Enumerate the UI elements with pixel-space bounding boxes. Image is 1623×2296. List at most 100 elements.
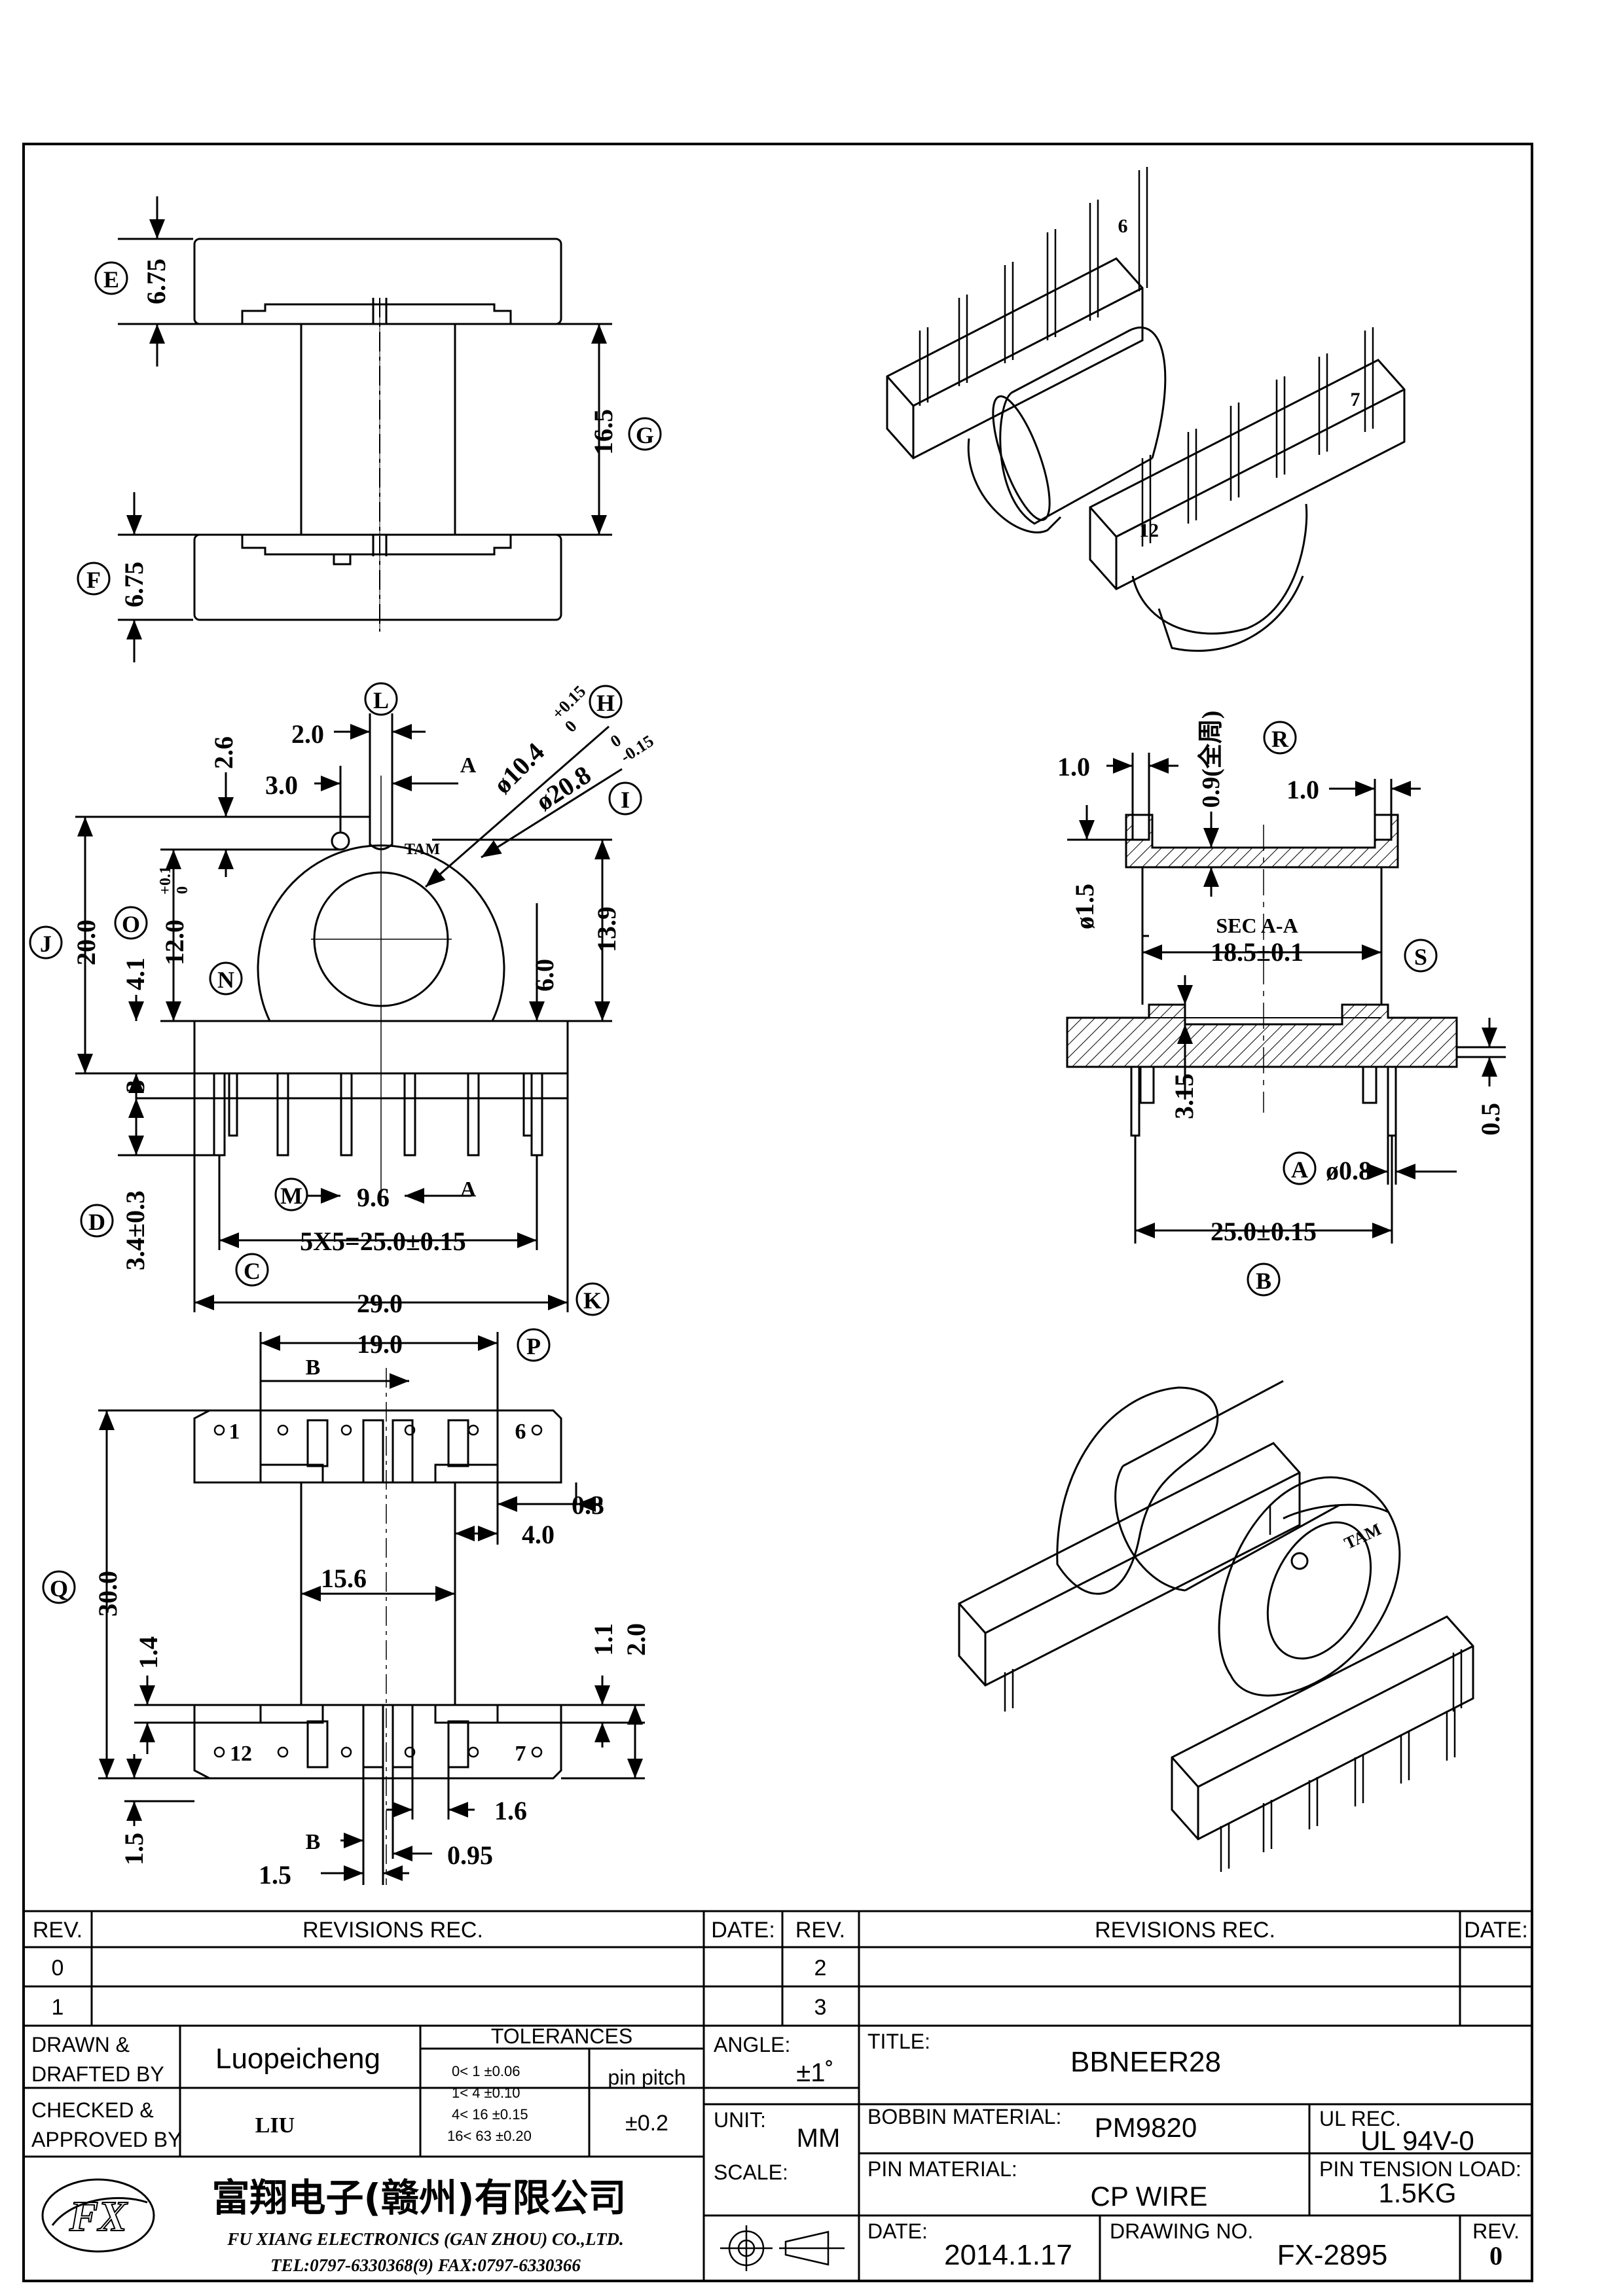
rev-1: 1 <box>52 1995 64 2020</box>
pin-label-1: 1 <box>229 1420 240 1444</box>
iso-top-barrel <box>999 326 1167 525</box>
title-value: BBNEER28 <box>1070 2046 1221 2078</box>
dim-tam-mark: TAM <box>405 841 440 858</box>
iso-top-pins <box>919 167 1374 547</box>
pin-pitch-value: ±0.2 <box>625 2111 668 2136</box>
dim-q: 30.0 <box>93 1571 122 1617</box>
dim-b: 25.0±0.15 <box>1211 1217 1317 1246</box>
iso-top-near-header <box>1089 359 1406 590</box>
dim-c: 5X5=25.0±0.15 <box>300 1227 466 1256</box>
bubble-r-label: R <box>1271 726 1289 752</box>
bubble-o-label: O <box>122 911 140 937</box>
dim-a-label: A <box>460 753 477 778</box>
checked-by: LIU <box>255 2113 295 2138</box>
iso-bottom-pins <box>1004 1505 1463 1872</box>
bubble-d-label: D <box>88 1209 105 1235</box>
bubble-p-label: P <box>526 1333 541 1359</box>
rev-header-2: REV. <box>795 1918 845 1943</box>
dim-4-0: 4.0 <box>522 1520 555 1549</box>
rev-0: 0 <box>52 1956 64 1981</box>
dim-f: 6.75 <box>119 562 149 607</box>
angle-label: ANGLE: <box>714 2033 790 2056</box>
bubble-c <box>235 1253 269 1287</box>
top-view-labels: 6.75 6.75 16.5 E F G <box>86 259 654 607</box>
iso-top-far-header <box>886 257 1144 459</box>
dim-1-0-right: 1.0 <box>1286 775 1319 804</box>
dim-a-pin: ø0.8 <box>1326 1156 1372 1185</box>
pin-tension-label: PIN TENSION LOAD: <box>1319 2157 1522 2181</box>
dim-15-6: 15.6 <box>321 1564 367 1593</box>
dim-p: 19.0 <box>357 1329 403 1359</box>
bubble-a-label: A <box>1291 1157 1308 1183</box>
company-name-en: FU XIANG ELECTRONICS (GAN ZHOU) CO.,LTD. <box>227 2229 624 2249</box>
rev-header: REV. <box>33 1918 82 1943</box>
rev-value: 0 <box>1489 2241 1503 2270</box>
bobbin-barrel <box>300 323 456 536</box>
bubble-f <box>77 562 111 596</box>
bubble-j-label: J <box>40 931 52 957</box>
pin-material-value: CP WIRE <box>1091 2181 1208 2212</box>
rev-2: 2 <box>814 1956 827 1981</box>
drawn-by: Luopeicheng <box>215 2043 380 2075</box>
iso-bottom-near-header <box>1171 1615 1474 1840</box>
dim-2-6: 2.6 <box>209 736 238 769</box>
company-name-cn: 富翔电子(赣州)有限公司 <box>211 2176 626 2220</box>
dim-1-0-left: 1.0 <box>1057 752 1090 781</box>
pin-material-label: PIN MATERIAL: <box>867 2157 1017 2181</box>
dim-e: 6.75 <box>141 259 171 304</box>
bubble-i <box>608 781 642 816</box>
date-label: DATE: <box>867 2219 928 2243</box>
drawing-frame <box>22 143 1533 2282</box>
tol-row-2: 4< 16 ±0.15 <box>452 2106 528 2123</box>
section-top-hatch <box>1125 814 1399 869</box>
bubble-j <box>29 925 63 960</box>
dim-o: 12.0 <box>160 920 189 965</box>
bubble-e <box>94 261 128 295</box>
iso-top-pin-7: 7 <box>1351 389 1360 410</box>
dim-1-1: 1.1 <box>589 1623 618 1656</box>
bubble-q-label: Q <box>50 1575 68 1602</box>
checked-label-1: CHECKED & <box>31 2098 154 2122</box>
front-view-labels: 2.0 3.0 2.6 A TAM ø10.4 +0.15 0 ø20.8 0 … <box>40 682 657 1318</box>
dim-1-4: 1.4 <box>134 1636 163 1669</box>
title-block <box>22 1910 1533 2282</box>
checked-label-2: APPROVED BY <box>31 2128 181 2151</box>
dim-i-group: ø20.8 0 -0.15 <box>530 730 657 817</box>
dim-3: 3 <box>120 1080 150 1093</box>
upper-header <box>193 1409 562 1484</box>
dim-o-group: 12.0 +0.1 0 <box>157 866 191 965</box>
dim-0-5: 0.5 <box>1476 1103 1505 1136</box>
bubble-i-label: I <box>621 787 630 813</box>
dim-h-tol-upper: +0.15 <box>548 682 589 723</box>
drawing-no-label: DRAWING NO. <box>1110 2219 1253 2243</box>
dim-j: 20.0 <box>71 920 101 965</box>
bubble-k-label: K <box>583 1287 602 1314</box>
bubble-c-label: C <box>244 1258 261 1284</box>
bubble-g <box>628 417 662 451</box>
bubble-m <box>274 1177 308 1211</box>
dim-s: 18.5±0.1 <box>1211 937 1304 967</box>
bobbin-value: PM9820 <box>1095 2112 1197 2143</box>
bubble-o <box>114 906 148 940</box>
dim-i: ø20.8 <box>530 760 596 817</box>
iso-view-top <box>886 167 1406 652</box>
bubble-h <box>589 685 623 719</box>
dim-3-0: 3.0 <box>265 770 298 800</box>
tol-row-0: 0< 1 ±0.06 <box>452 2063 520 2079</box>
dim-6-0: 6.0 <box>530 959 559 992</box>
dim-1-6: 1.6 <box>494 1796 527 1825</box>
bubble-a <box>1283 1151 1317 1185</box>
dim-i-tol-lower: -0.15 <box>617 731 657 766</box>
bubble-n <box>209 961 243 996</box>
tolerances-label: TOLERANCES <box>491 2024 632 2048</box>
dim-b-label: B <box>306 1355 321 1380</box>
dim-0-95: 0.95 <box>447 1840 493 1870</box>
bubble-f-label: F <box>86 567 101 593</box>
company-tel: TEL:0797-6330368(9) FAX:0797-6330366 <box>270 2255 581 2275</box>
alignment-hole <box>331 831 350 851</box>
date-header-2: DATE: <box>1464 1918 1528 1943</box>
iso-bottom-flange-left <box>1056 1386 1219 1595</box>
drawn-label-2: DRAFTED BY <box>31 2062 164 2086</box>
section-label: SEC A-A <box>1216 914 1298 937</box>
